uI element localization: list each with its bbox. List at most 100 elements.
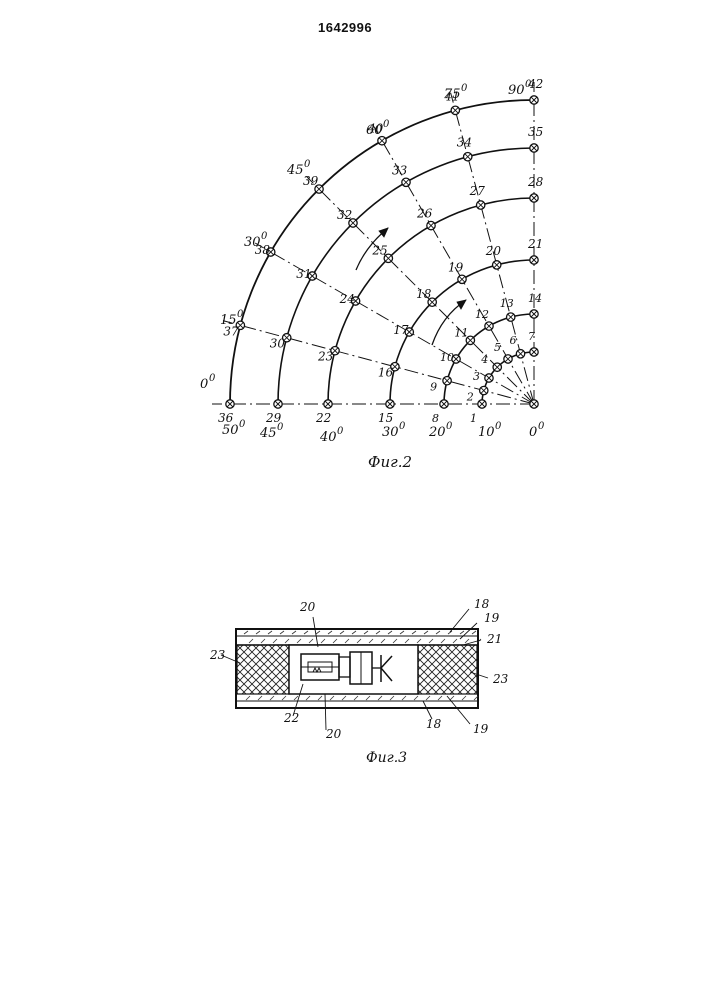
radius-degree-mark: 0 [239,419,246,430]
hatch-tick [333,639,337,643]
hatch-tick [402,696,406,700]
point-label-12: 12 [475,308,489,321]
hatch-tick [441,639,445,643]
angle-label-75: 75 [444,87,461,102]
hatch-tick [381,639,385,643]
insulation-block-left [237,645,289,694]
hatch-tick [246,696,250,700]
point-label-10: 10 [440,351,454,364]
hatch-tick [244,631,248,634]
point-label-1: 1 [470,412,477,425]
point-label-26: 26 [416,207,433,221]
radius-degree-mark: 0 [399,421,406,432]
hatch-tick [390,696,394,700]
label-top-19: 19 [484,611,500,625]
hatch-tick [273,639,277,643]
angle-degree-mark: 0 [304,159,311,170]
hatch-tick [414,696,418,700]
point-label-15: 15 [378,411,393,425]
hatch-tick [400,631,404,634]
point-label-19: 19 [448,260,464,274]
point-label-35: 35 [528,125,543,139]
label-top-18: 18 [474,597,490,611]
hatch-tick [376,631,380,634]
angle-label-45: 45 [286,163,304,178]
label-top-20: 20 [299,600,316,614]
hatch-tick [282,696,286,700]
fig2-caption: Фиг.2 [368,453,412,471]
label-bottom-19: 19 [473,722,489,736]
radius-label-50: 50 [222,423,239,438]
radius-label-45: 45 [259,426,277,441]
hatch-tick [424,631,428,634]
label-right-23: 23 [492,672,509,686]
hatch-tick [256,631,260,634]
radius-label-0: 0 [529,425,537,440]
hatch-tick [357,639,361,643]
radius-degree-mark: 0 [446,421,453,432]
hatch-tick [330,696,334,700]
point-label-4: 4 [480,353,488,366]
label-bottom-18: 18 [426,717,442,731]
point-label-11: 11 [454,326,468,339]
point-label-31: 31 [296,267,311,281]
angle-degree-mark: 0 [525,79,532,90]
hatch-tick [417,639,421,643]
hatch-tick [378,696,382,700]
hatch-tick [393,639,397,643]
hatch-tick [405,639,409,643]
rotation-arrowhead-inner [457,300,466,309]
label-bottom-20: 20 [325,727,342,741]
hatch-tick [268,631,272,634]
hatch-tick [285,639,289,643]
hatch-tick [258,696,262,700]
point-label-3: 3 [473,370,480,383]
hatch-tick [460,631,464,634]
hatch-tick [438,696,442,700]
insulation-block-right [418,645,477,694]
point-label-25: 25 [371,243,387,257]
hatch-tick [318,696,322,700]
hatch-tick [465,639,469,643]
point-label-32: 32 [337,208,352,222]
point-label-28: 28 [527,175,544,189]
hatch-tick [429,639,433,643]
radius-degree-mark: 0 [538,421,545,432]
angle-degree-mark: 0 [461,83,468,94]
radius-label-20: 20 [428,425,446,440]
point-label-21: 21 [527,237,543,251]
hatch-tick [340,631,344,634]
hatch-tick [366,696,370,700]
radius-label-10: 10 [478,425,495,440]
hatch-tick [354,696,358,700]
label-bottom-22: 22 [283,711,299,725]
angle-degree-mark: 0 [261,231,268,242]
hatch-tick [388,631,392,634]
hatch-tick [426,696,430,700]
angle-degree-mark: 0 [237,309,244,320]
hatch-tick [261,639,265,643]
hatch-tick [472,631,476,634]
point-label-23: 23 [317,350,334,364]
hatch-tick [306,696,310,700]
point-label-27: 27 [469,184,486,198]
hatch-tick [369,639,373,643]
radius-label-30: 30 [382,425,399,440]
point-label-16: 16 [378,366,394,380]
hatch-tick [316,631,320,634]
hatch-tick [345,639,349,643]
point-label-22: 22 [315,411,331,425]
radius-degree-mark: 0 [337,426,344,437]
angle-degree-mark: 0 [383,119,390,130]
hatch-tick [412,631,416,634]
point-label-2: 2 [466,391,474,404]
fig2-polar-diagram: 1234567891011121314151617181920212223242… [200,77,545,445]
label-right-21: 21 [486,632,502,646]
point-label-24: 24 [339,292,355,306]
hatch-tick [352,631,356,634]
hatch-tick [453,639,457,643]
label-left-23: 23 [209,648,226,662]
hatch-tick [309,639,313,643]
fig3-cross-section: 20 18 19 21 23 23 22 20 18 19 [209,597,509,741]
